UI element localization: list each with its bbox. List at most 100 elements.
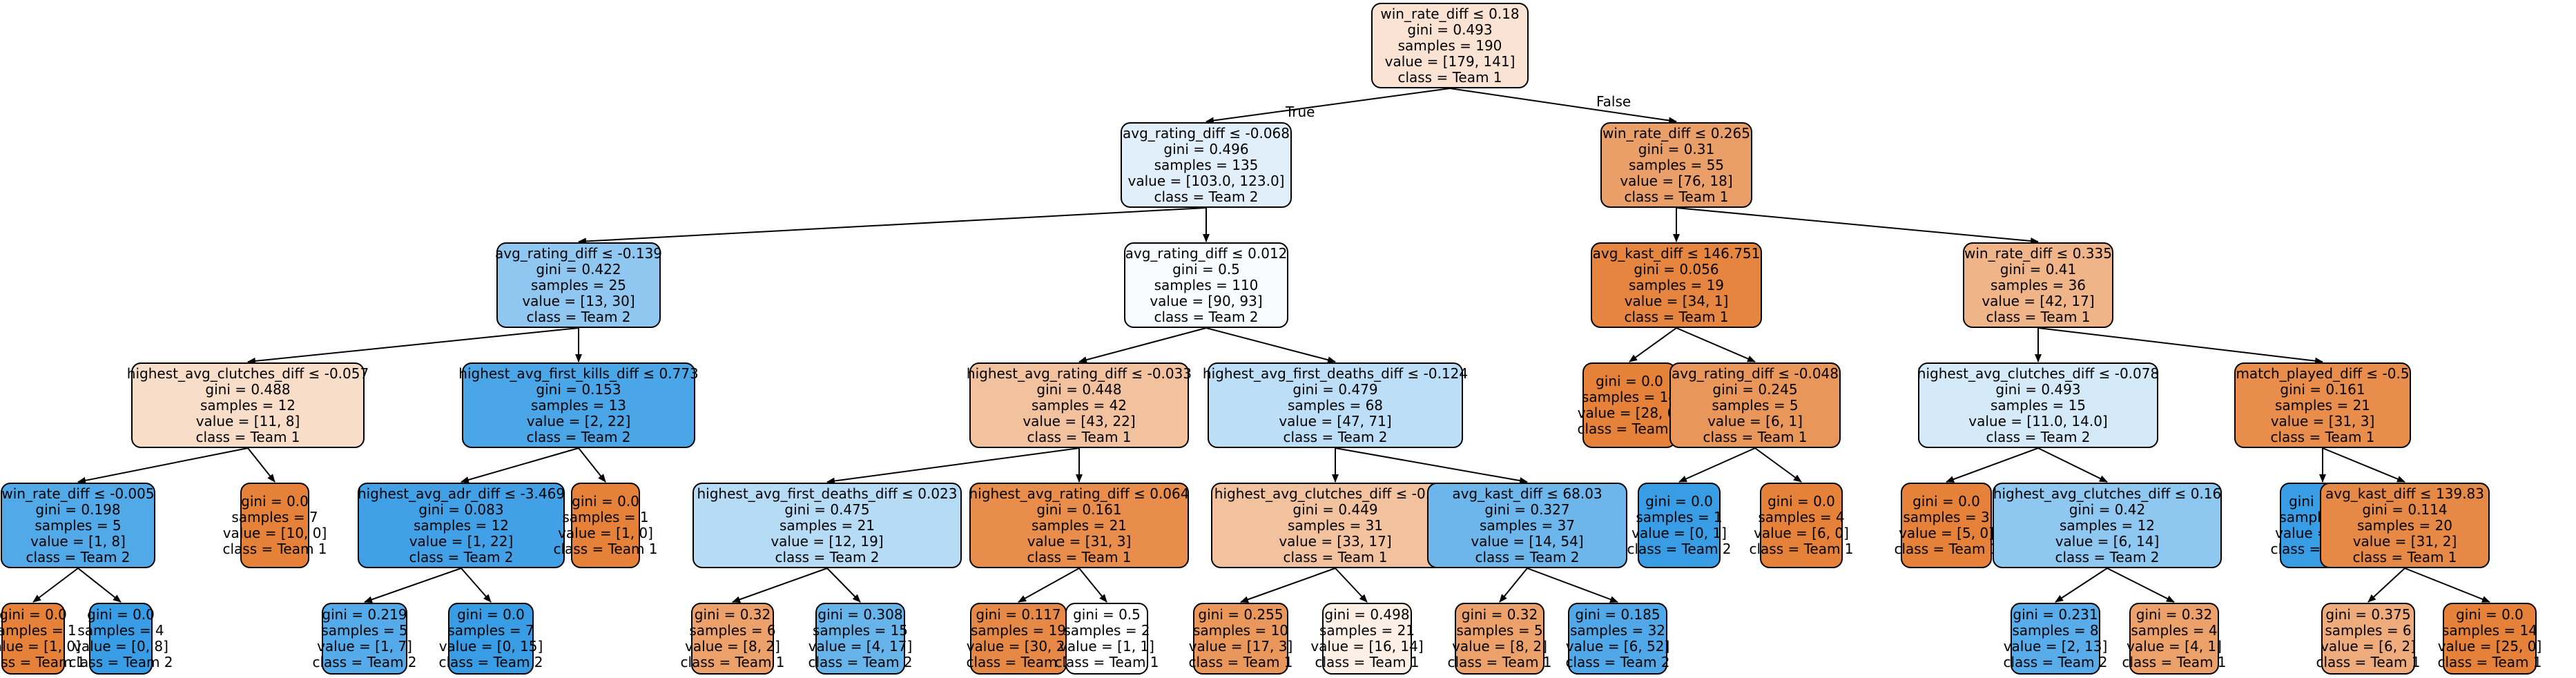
- node-line: samples = 19: [970, 622, 1067, 639]
- node-line: class = Team 1: [1624, 188, 1729, 205]
- node-line: samples = 3: [1903, 509, 1990, 525]
- node-line: class = Team 1: [2437, 654, 2542, 670]
- node-line: class = Team 1: [1577, 420, 1682, 437]
- node-line: gini = 0.5: [1172, 260, 1240, 278]
- node-line: value = [30, 2]: [966, 638, 1071, 655]
- node-line: value = [1, 0]: [0, 638, 81, 655]
- tree-edge: [2404, 568, 2490, 603]
- node-line: class = Team 1: [2122, 654, 2227, 670]
- node-line: class = Team 1: [1027, 428, 1132, 445]
- node-line: gini = 0.0: [2456, 606, 2524, 623]
- node-line: win_rate_diff ≤ -0.005: [1, 485, 155, 502]
- node-line: value = [12, 19]: [771, 532, 884, 550]
- node-line: gini = 0.327: [1484, 501, 1570, 518]
- node-line: class = Team 1: [680, 654, 785, 670]
- edge-label-false: False: [1596, 93, 1631, 110]
- node-line: class = Team 1: [1703, 428, 1808, 445]
- node-line: gini = 0.375: [2325, 606, 2411, 623]
- node-line: gini = 0.0: [0, 606, 67, 623]
- node-line: avg_rating_diff ≤ -0.068: [1122, 124, 1290, 142]
- node-line: value = [8, 2]: [685, 638, 780, 655]
- node-line: samples = 7: [231, 509, 318, 525]
- node-line: avg_rating_diff ≤ 0.012: [1125, 244, 1288, 262]
- node-line: value = [6, 52]: [1565, 638, 1670, 655]
- node-line: samples = 135: [1154, 156, 1259, 173]
- node-line: class = Team 1: [1447, 654, 1552, 670]
- node-line: class = Team 2: [1627, 541, 1732, 557]
- node-line: highest_avg_adr_diff ≤ -3.469: [357, 485, 565, 502]
- node-line: samples = 5: [1712, 396, 1799, 414]
- node-line: gini = 0.117: [976, 606, 1061, 623]
- tree-edge: [364, 568, 462, 603]
- node-line: class = Team 2: [2055, 548, 2160, 565]
- node-line: samples = 21: [1031, 516, 1127, 534]
- node-line: samples = 2: [1063, 622, 1150, 639]
- node-line: gini = 0.498: [1324, 606, 1410, 623]
- node-line: gini = 0.493: [1995, 380, 2081, 398]
- tree-edge: [247, 447, 275, 483]
- node-line: value = [16, 14]: [1310, 638, 1424, 655]
- node-line: value = [43, 22]: [1023, 412, 1136, 429]
- node-line: class = Team 1: [1894, 541, 1999, 557]
- node-line: highest_avg_clutches_diff ≤ 0.16: [1993, 485, 2222, 502]
- node-line: value = [31, 3]: [2270, 412, 2375, 429]
- node-line: samples = 55: [1628, 156, 1725, 173]
- node-line: gini = 0.153: [536, 380, 621, 398]
- tree-edge: [1078, 327, 1207, 364]
- node-line: highest_avg_first_deaths_diff ≤ -0.124: [1202, 365, 1469, 382]
- tree-edge: [2367, 568, 2405, 603]
- node-line: value = [33, 17]: [1279, 532, 1392, 550]
- node-line: samples = 36: [1990, 276, 2086, 293]
- node-line: class = Team 1: [1054, 654, 1159, 670]
- tree-edge: [2322, 447, 2405, 483]
- node-line: class = Team 2: [26, 548, 130, 565]
- tree-edge: [1240, 568, 1336, 603]
- node-line: class = Team 1: [1315, 654, 1420, 670]
- tree-edge: [1205, 327, 1336, 364]
- tree-edge: [1335, 568, 1368, 603]
- node-line: gini = 0.185: [1575, 606, 1660, 623]
- node-line: value = [1, 7]: [317, 638, 412, 655]
- node-line: class = Team 2: [312, 654, 417, 670]
- node-line: avg_kast_diff ≤ 139.83: [2325, 485, 2485, 502]
- node-line: win_rate_diff ≤ 0.265: [1602, 124, 1750, 142]
- node-line: class = Team 2: [526, 308, 631, 325]
- tree-edge: [247, 327, 579, 365]
- node-line: samples = 7: [447, 622, 534, 639]
- node-line: highest_avg_clutches_diff ≤ -0.057: [126, 365, 369, 382]
- tree-edge: [1335, 447, 1528, 485]
- node-line: samples = 21: [1319, 622, 1415, 639]
- node-line: gini = 0.32: [2136, 606, 2213, 623]
- node-line: value = [4, 17]: [808, 638, 913, 655]
- node-line: class = Team 1: [966, 654, 1071, 670]
- node-line: value = [10, 0]: [222, 525, 327, 541]
- tree-edge: [2037, 327, 2323, 365]
- node-line: gini = 0.493: [1407, 21, 1493, 38]
- node-line: highest_avg_clutches_diff ≤ -0.126: [1214, 485, 1457, 502]
- node-line: avg_rating_diff ≤ -0.048: [1671, 365, 1839, 382]
- node-line: gini = 0.0: [87, 606, 155, 623]
- tree-edge: [826, 447, 1080, 485]
- node-line: value = [5, 0]: [1899, 525, 1994, 541]
- node-line: win_rate_diff ≤ 0.18: [1380, 5, 1520, 22]
